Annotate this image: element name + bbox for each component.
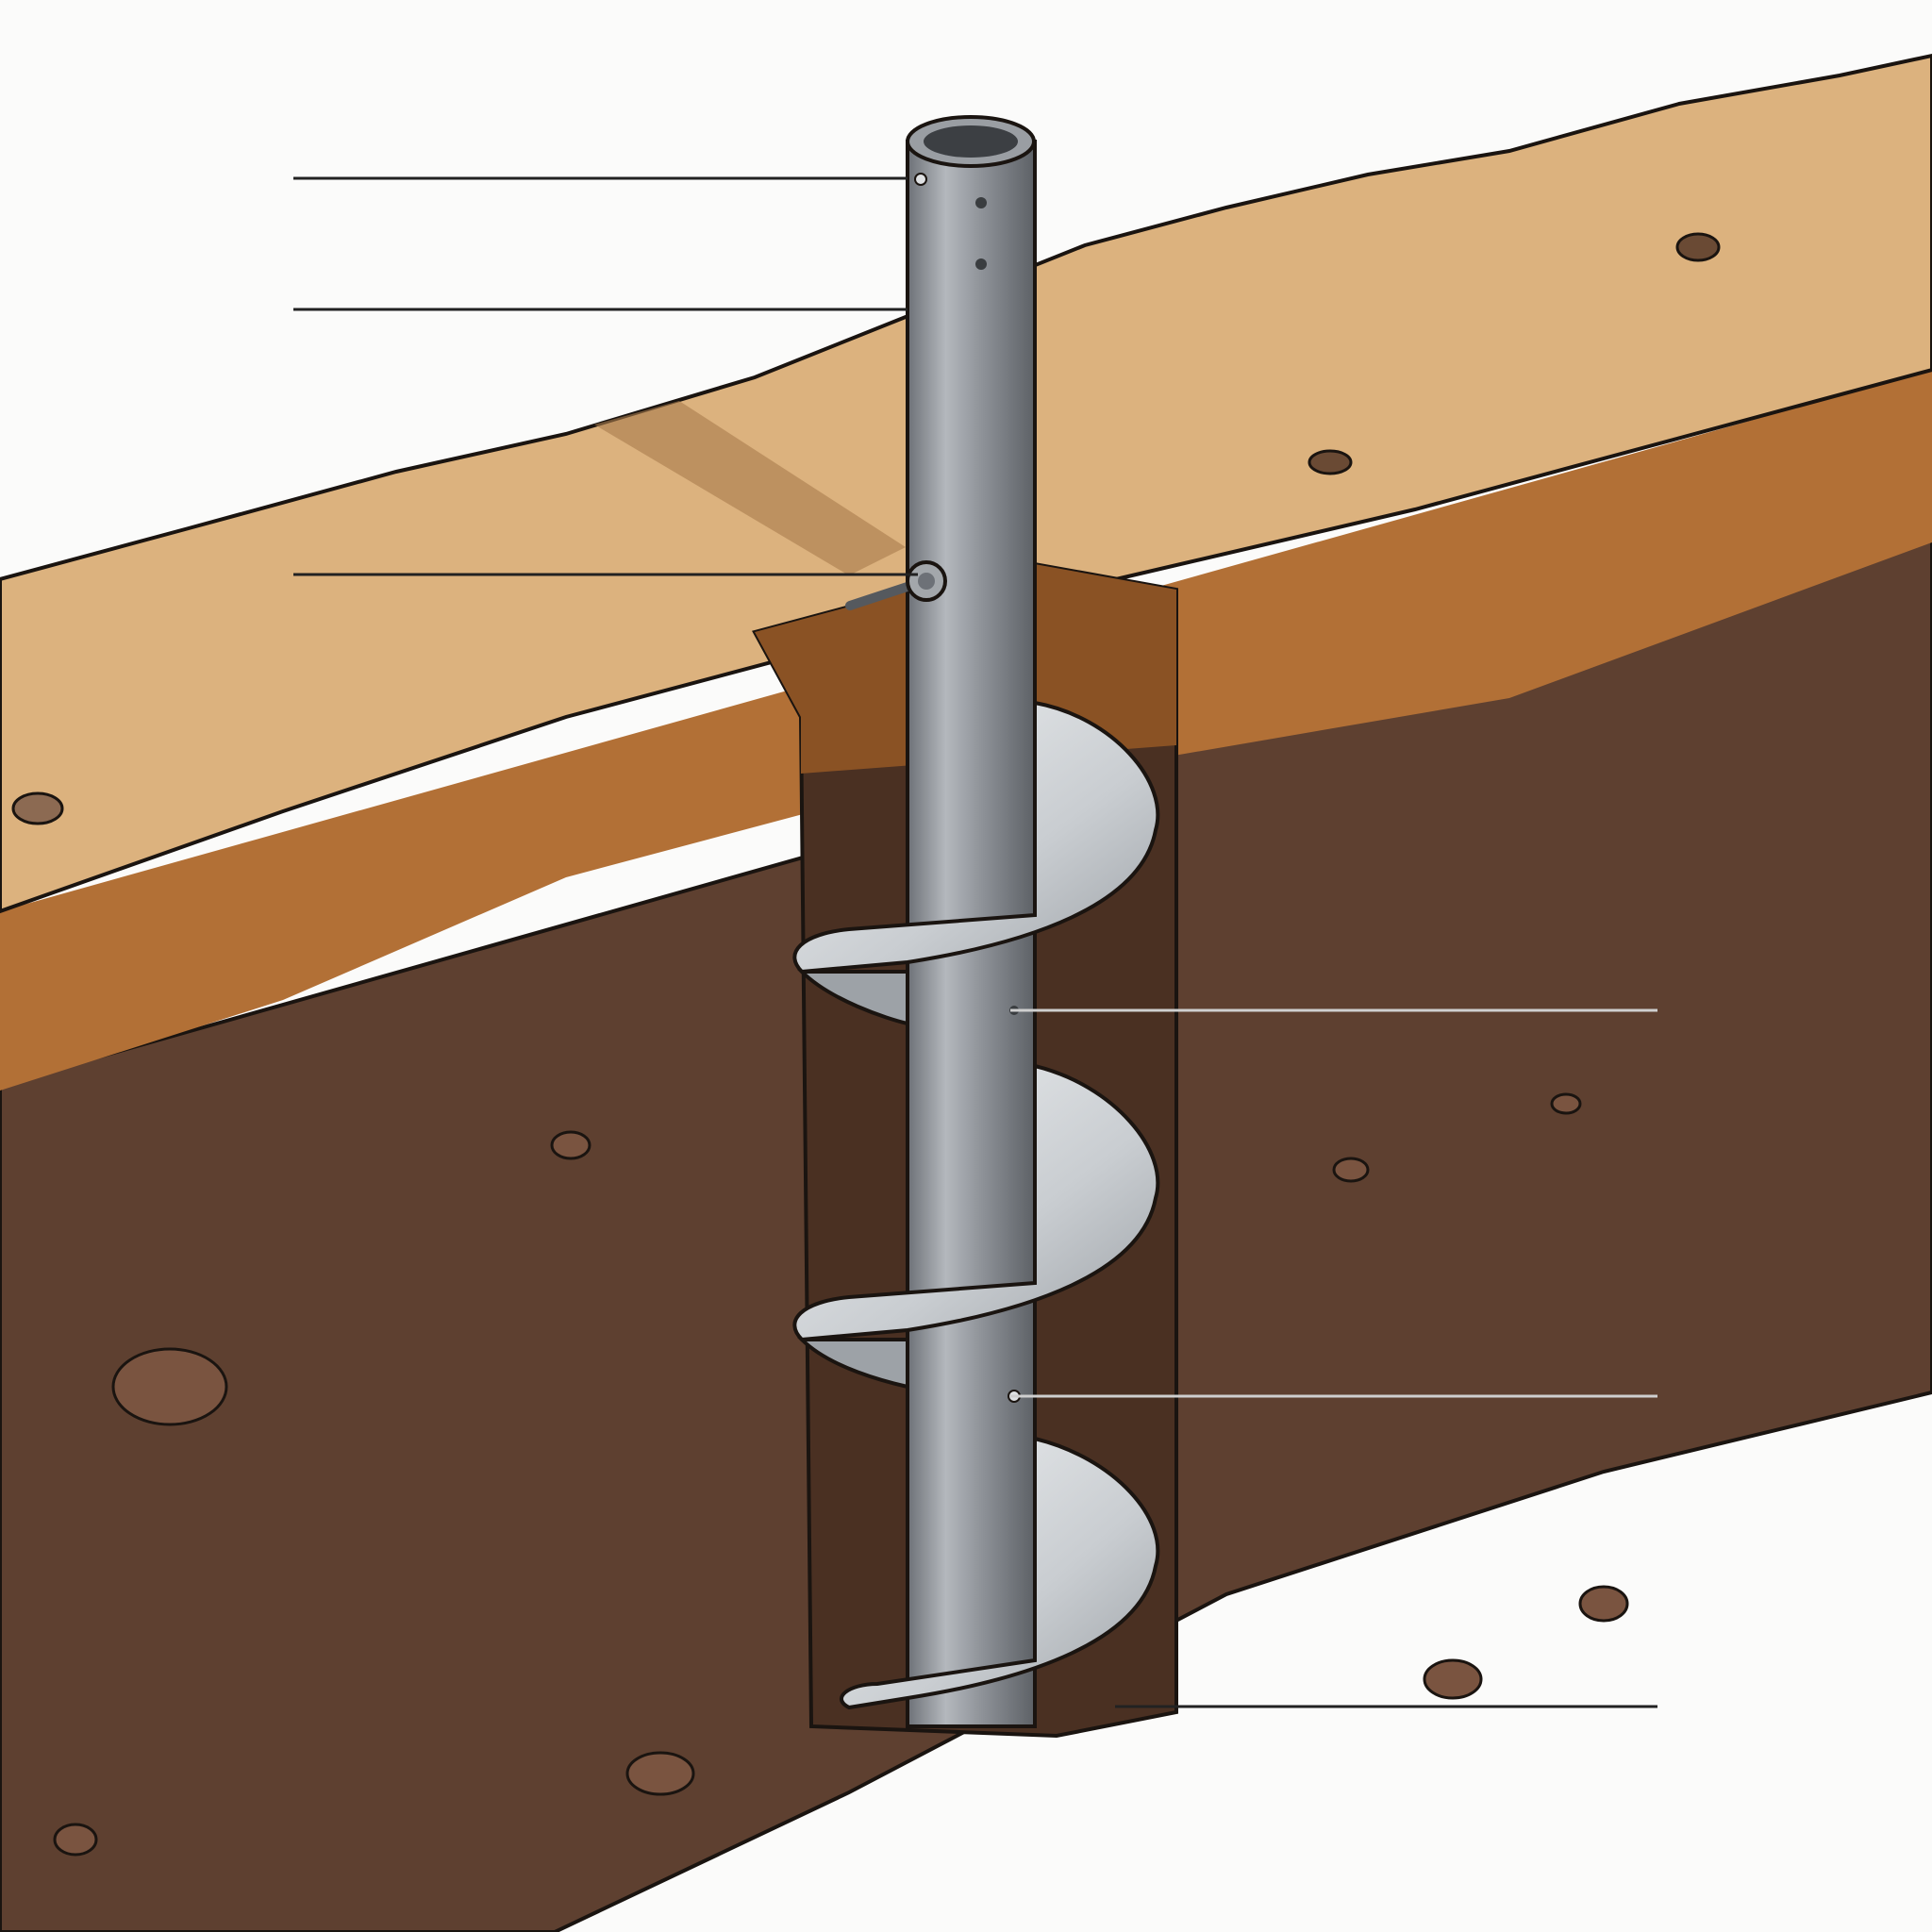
leader-lines <box>293 176 1657 1708</box>
helix-blade-1-underside <box>797 970 909 1026</box>
helix-blade-2 <box>792 1063 1160 1342</box>
pipe-bore <box>924 125 1018 158</box>
helix-blades <box>792 700 1160 1710</box>
bolt-center <box>918 573 935 590</box>
helix-blade-2-underside <box>797 1338 909 1390</box>
soil-pebbles <box>11 232 1721 1857</box>
helix-blade-1 <box>792 700 1160 974</box>
helix-blade-3 <box>840 1436 1160 1710</box>
pipe-shadow <box>594 401 906 575</box>
